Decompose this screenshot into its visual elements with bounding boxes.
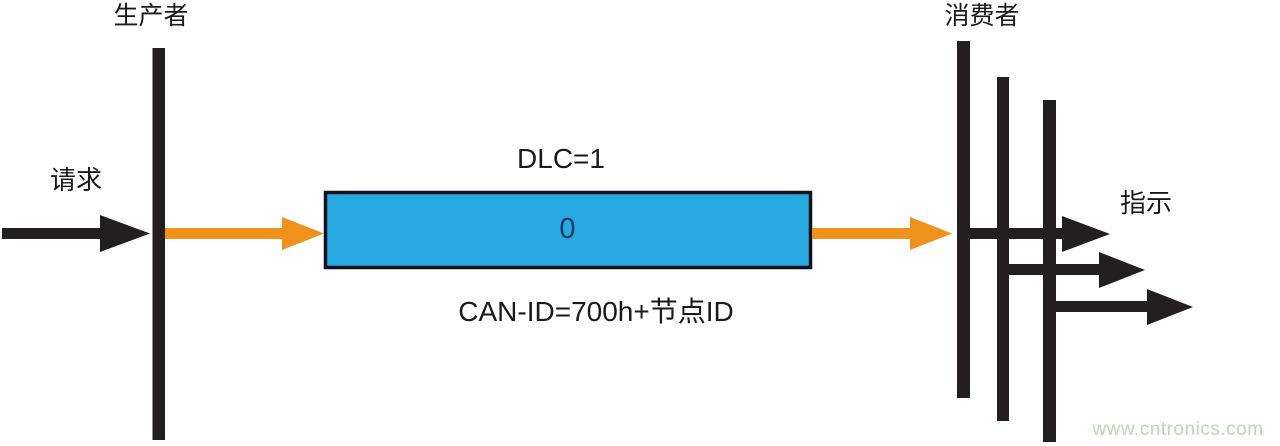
indication-label: 指示 bbox=[1119, 188, 1173, 218]
message-frame-box bbox=[323, 190, 813, 270]
indication-arrow-1-icon bbox=[960, 216, 1110, 252]
producer-to-message-arrow-icon bbox=[165, 217, 324, 250]
producer-label: 生产者 bbox=[113, 2, 189, 30]
can-id-label: CAN-ID=700h+节点ID bbox=[458, 296, 734, 327]
producer-lifeline bbox=[152, 48, 165, 440]
watermark-text: www.cntronics.com bbox=[1092, 419, 1264, 440]
indication-arrow-2-icon bbox=[999, 252, 1145, 288]
consumer-label: 消费者 bbox=[944, 2, 1020, 30]
consumer-lifeline-1 bbox=[957, 41, 970, 398]
message-to-consumer-arrow-icon bbox=[812, 217, 952, 250]
consumer-lifeline-2 bbox=[997, 77, 1009, 421]
indication-arrow-3-icon bbox=[1045, 289, 1193, 325]
request-label: 请求 bbox=[49, 165, 103, 195]
dlc-label: DLC=1 bbox=[517, 143, 605, 174]
message-payload: 0 bbox=[559, 213, 576, 245]
request-arrow-icon bbox=[2, 215, 150, 252]
